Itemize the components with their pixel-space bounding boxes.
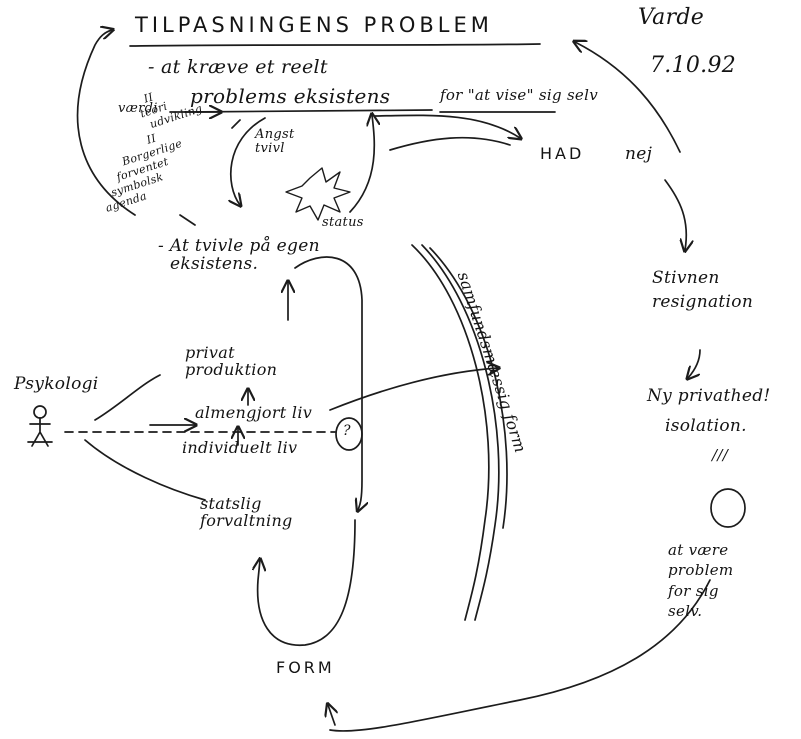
almengjort-label: almengjort liv <box>195 403 313 422</box>
problem-underline <box>184 109 433 113</box>
almen-to-samfund <box>329 368 498 411</box>
stivnen-to-ny <box>688 349 701 378</box>
doubt-line-1: - At tvivle på egen <box>158 236 320 256</box>
status-label: status <box>322 215 364 230</box>
final-annotation: at være problem for sig selv. <box>668 540 733 621</box>
left-arc-to-title <box>76 30 136 216</box>
statslig-line-2: forvaltning <box>200 510 293 530</box>
problem-line-1: problems eksistens <box>190 84 391 108</box>
title-underline <box>129 43 541 47</box>
triple-bar-mark: /// <box>712 446 729 464</box>
loop-bottom <box>258 519 356 646</box>
date-label: Varde <box>638 5 705 30</box>
vaerdi-label: værdi <box>118 101 158 116</box>
statslig-line-1: statslig <box>200 494 262 513</box>
final-stack-0: at være <box>668 541 729 559</box>
isolation-circle-icon <box>710 488 746 528</box>
angst-to-problem <box>231 119 241 129</box>
arrow-nej-to-title <box>575 42 681 153</box>
date-value: 7.10.92 <box>650 53 737 78</box>
angst-line-1: Angst <box>255 127 295 142</box>
nej-to-stivnen <box>664 179 686 250</box>
note-title: TILPASNINGENS PROBLEM <box>135 13 493 37</box>
privat-label: privat produktion <box>185 343 278 379</box>
question-circle-icon <box>335 417 363 451</box>
individ-label: individuelt liv <box>182 438 298 457</box>
angst-loop-right <box>349 115 374 213</box>
subtitle: - at kræve et reelt <box>148 56 328 78</box>
form-label: FORM <box>276 658 335 677</box>
psykologi-label: Psykologi <box>14 374 99 394</box>
isolation-label: isolation. <box>665 416 747 436</box>
had-label: HAD <box>540 144 585 163</box>
circle-mark: ? <box>343 423 351 439</box>
statslig-label: statslig forvaltning <box>200 494 293 530</box>
angst-label: Angst tvivl <box>255 128 294 155</box>
central-loop <box>294 256 362 510</box>
angst-to-had <box>389 136 511 151</box>
angst-line-2: tvivl <box>255 140 285 156</box>
samfund-curve-outer <box>411 244 490 621</box>
doubt-label: - At tvivle på egen eksistens. <box>158 236 320 274</box>
ny-privathed-label: Ny privathed! <box>647 386 771 406</box>
nej-label: nej <box>625 144 653 164</box>
angst-loop-left <box>231 117 266 205</box>
privat-line-2: produktion <box>185 359 278 379</box>
privat-line-1: privat <box>185 343 235 362</box>
right-line-1: Stivnen <box>652 268 720 288</box>
problem-line-2: for "at vise" sig selv <box>440 86 598 104</box>
right-line-2: resignation <box>652 291 754 312</box>
final-stack-2: for sig <box>668 581 719 600</box>
psyk-to-statslig <box>84 439 206 501</box>
doubt-line-2: eksistens. <box>170 253 259 274</box>
final-stack-1: problem <box>668 561 734 580</box>
psyk-to-privat <box>94 374 161 421</box>
form-arc-head <box>328 705 335 726</box>
form-to-right-arc <box>329 579 711 732</box>
stack-dash <box>179 214 196 226</box>
psykologi-figure-icon <box>27 405 53 447</box>
angst-star-icon <box>285 167 351 221</box>
problem-to-had <box>374 114 520 138</box>
stivnen-label: Stivnen resignation <box>652 268 754 312</box>
final-stack-3: selv. <box>668 601 703 620</box>
samfund-curve-inner <box>421 244 500 621</box>
